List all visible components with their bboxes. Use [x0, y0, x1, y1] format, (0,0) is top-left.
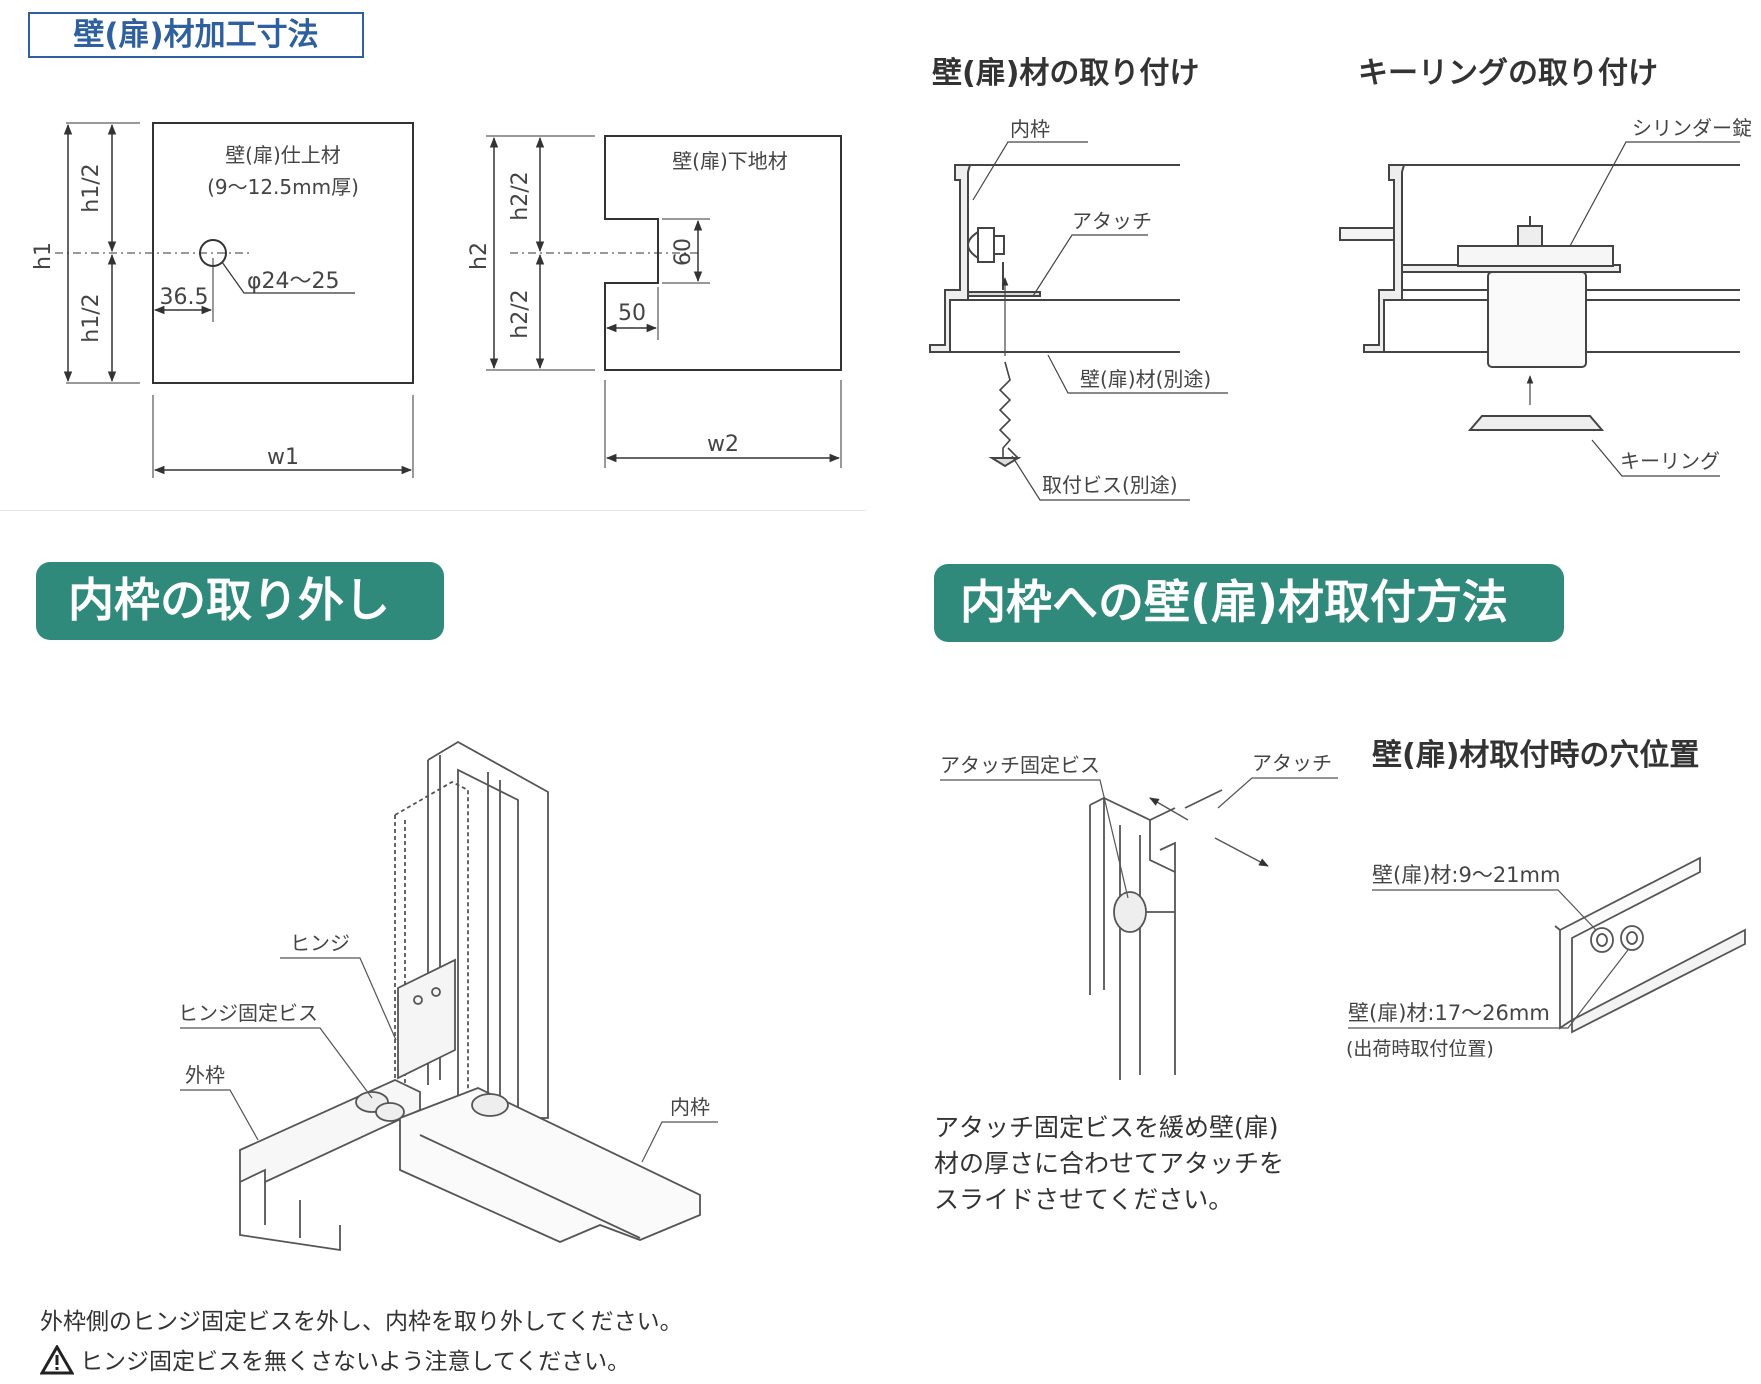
- h2-half-bottom-label: h2/2: [508, 289, 533, 338]
- h2-label: h2: [467, 242, 492, 270]
- finish-panel-labels: 壁(扉)仕上材 (9～12.5mm厚) h1 h1/2 h1/2 36.5 φ2…: [31, 143, 359, 470]
- base-panel-drawing: [486, 135, 842, 468]
- warning-note-text: ヒンジ固定ビスを無くさないよう注意してください。: [80, 1349, 631, 1375]
- hinge-screw-label: ヒンジ固定ビス: [178, 1001, 318, 1025]
- attach-method-attach-label: アタッチ: [1252, 751, 1332, 775]
- base-panel-labels: 壁(扉)下地材 h2 h2/2 h2/2 60 50 w2: [467, 149, 788, 457]
- screw-label: 取付ビス(別途): [1042, 473, 1178, 497]
- attach-method-drawing: [940, 777, 1338, 1080]
- wall-material-label: 壁(扉)材(別途): [1080, 367, 1211, 391]
- inner-frame-label: 内枠: [1010, 117, 1050, 141]
- notch-width-label: 50: [618, 301, 646, 326]
- hole-thick-label: 壁(扉)材:17～26mm: [1348, 1001, 1550, 1025]
- attach-note-line-1: アタッチ固定ビスを緩め壁(扉): [934, 1113, 1279, 1142]
- attach-method-labels: アタッチ固定ビス アタッチ: [940, 751, 1332, 777]
- h1-label: h1: [31, 242, 56, 270]
- w2-label: w2: [707, 432, 739, 457]
- wall-install-labels: 内枠 アタッチ 壁(扉)材(別途) 取付ビス(別途): [1010, 117, 1211, 497]
- remove-frame-title: 内枠の取り外し: [68, 573, 390, 627]
- remove-frame-drawing: [180, 740, 718, 1252]
- finish-panel-thickness: (9～12.5mm厚): [207, 175, 359, 199]
- remove-inner-frame-label: 内枠: [670, 1095, 710, 1119]
- attach-note: アタッチ固定ビスを緩め壁(扉) 材の厚さに合わせてアタッチを スライドさせてくだ…: [934, 1110, 1284, 1218]
- h2-half-top-label: h2/2: [508, 171, 533, 220]
- remove-frame-heading: 内枠の取り外し: [36, 562, 444, 640]
- attach-note-line-2: 材の厚さに合わせてアタッチを: [934, 1149, 1285, 1178]
- wall-install-drawing: [929, 141, 1228, 501]
- keyring-install-labels: シリンダー錠 キーリング: [1620, 116, 1752, 473]
- attach-method-heading: 内枠への壁(扉)材取付方法: [934, 564, 1564, 642]
- attach-note-line-3: スライドさせてください。: [934, 1185, 1234, 1214]
- offset-label: 36.5: [160, 285, 209, 310]
- hole-diameter-label: φ24～25: [247, 269, 340, 294]
- h1-half-bottom-label: h1/2: [79, 293, 104, 342]
- base-panel-name: 壁(扉)下地材: [672, 149, 788, 173]
- hole-position-drawing: [1348, 856, 1746, 1034]
- hole-thin-label: 壁(扉)材:9～21mm: [1372, 863, 1560, 887]
- h1-half-top-label: h1/2: [79, 163, 104, 212]
- hole-thick-note: (出荷時取付位置): [1346, 1038, 1494, 1060]
- outer-frame-label: 外枠: [185, 1063, 225, 1087]
- hinge-label: ヒンジ: [290, 931, 350, 955]
- base-panel-outline: [604, 135, 842, 371]
- hole-position-title: 壁(扉)材取付時の穴位置: [1372, 738, 1700, 773]
- hole-position-labels: 壁(扉)材:9～21mm 壁(扉)材:17～26mm (出荷時取付位置): [1346, 863, 1560, 1060]
- warning-triangle-icon: [39, 1343, 75, 1381]
- finish-panel-name: 壁(扉)仕上材: [225, 143, 341, 167]
- notch-height-label: 60: [671, 238, 696, 266]
- dimensions-title: 壁(扉)材加工寸法: [28, 12, 364, 58]
- attach-screw-label: アタッチ固定ビス: [940, 753, 1100, 777]
- warning-note: ヒンジ固定ビスを無くさないよう注意してください。: [39, 1342, 631, 1381]
- attach-method-title: 内枠への壁(扉)材取付方法: [960, 575, 1509, 629]
- attach-label: アタッチ: [1072, 209, 1152, 233]
- finish-panel-drawing: [55, 122, 414, 478]
- keyring-install-title: キーリングの取り付け: [1358, 56, 1658, 91]
- remove-frame-labels: ヒンジ ヒンジ固定ビス 外枠 内枠: [178, 931, 710, 1119]
- cylinder-label: シリンダー錠: [1632, 116, 1752, 140]
- wall-install-title: 壁(扉)材の取り付け: [932, 56, 1200, 91]
- section-divider: [0, 510, 866, 511]
- keyring-label: キーリング: [1620, 449, 1720, 473]
- keyring-install-drawing: [1339, 141, 1740, 477]
- remove-note: 外枠側のヒンジ固定ビスを外し、内枠を取り外してください。: [40, 1309, 683, 1335]
- w1-label: w1: [267, 445, 299, 470]
